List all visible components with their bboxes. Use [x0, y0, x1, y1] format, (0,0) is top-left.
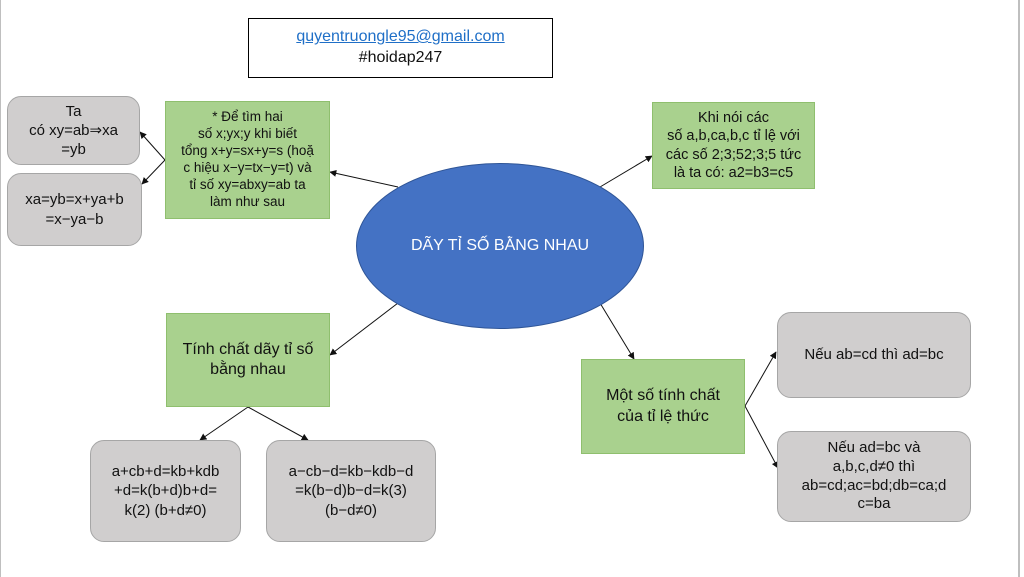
node-proportional: Khi nói các số a,b,ca,b,c tỉ lệ với các …: [652, 102, 815, 189]
arrow-center-to-find-two: [329, 169, 399, 188]
node-ratio-1: Nếu ab=cd thì ad=bc: [777, 312, 971, 398]
arrow-center-to-property-chain: [329, 302, 399, 356]
node-chain-sum-text: a+cb+d=kb+kdb +d=k(b+d)b+d= k(2) (b+d≠0): [111, 463, 220, 519]
node-property-chain: Tính chất dãy tỉ số bằng nhau: [166, 313, 330, 407]
center-topic-ellipse: DÃY TỈ SỐ BẰNG NHAU: [356, 163, 644, 329]
node-chain-diff: a−cb−d=kb−kdb−d =k(b−d)b−d=k(3) (b−d≠0): [266, 440, 436, 542]
arrow-ratio-to-2: [744, 405, 779, 469]
node-ratio-2: Nếu ad=bc và a,b,c,d≠0 thì ab=cd;ac=bd;d…: [777, 431, 971, 522]
node-chain-sum: a+cb+d=kb+kdb +d=k(b+d)b+d= k(2) (b+d≠0): [90, 440, 241, 542]
node-property-ratio: Một số tính chất của tỉ lệ thức: [581, 359, 745, 454]
arrow-find-two-to-step1: [139, 131, 166, 161]
author-header-box: quyentruongle95@gmail.com #hoidap247: [248, 18, 553, 78]
node-find-step-1: Ta có xy=ab⇒xa =yb: [7, 96, 140, 165]
center-topic-label: DÃY TỈ SỐ BẰNG NHAU: [410, 237, 590, 254]
node-property-ratio-text: Một số tính chất của tỉ lệ thức: [606, 387, 720, 425]
node-find-step-2: xa=yb=x+ya+b =x−ya−b: [7, 173, 142, 246]
node-property-chain-text: Tính chất dãy tỉ số bằng nhau: [182, 340, 314, 378]
arrow-find-two-to-step2: [141, 159, 166, 185]
arrow-center-to-proportional: [599, 155, 653, 188]
author-hashtag: #hoidap247: [358, 49, 443, 66]
arrow-chain-to-sum: [199, 406, 249, 441]
node-find-two-numbers-text: * Để tìm hai số x;yx;y khi biết tổng x+y…: [181, 109, 314, 209]
node-proportional-text: Khi nói các số a,b,ca,b,c tỉ lệ với các …: [665, 110, 802, 181]
arrow-chain-to-diff: [247, 406, 309, 441]
node-ratio-2-text: Nếu ad=bc và a,b,c,d≠0 thì ab=cd;ac=bd;d…: [801, 439, 947, 513]
arrow-center-to-property-ratio: [599, 302, 635, 360]
arrow-ratio-to-1: [744, 351, 777, 407]
node-find-two-numbers: * Để tìm hai số x;yx;y khi biết tổng x+y…: [165, 101, 330, 219]
author-email-link[interactable]: quyentruongle95@gmail.com: [296, 28, 505, 46]
node-find-step-2-text: xa=yb=x+ya+b =x−ya−b: [25, 191, 124, 228]
node-chain-diff-text: a−cb−d=kb−kdb−d =k(b−d)b−d=k(3) (b−d≠0): [288, 463, 414, 519]
slide-edge-right: [1018, 0, 1020, 577]
node-ratio-1-text: Nếu ab=cd thì ad=bc: [804, 346, 944, 364]
node-find-step-1-text: Ta có xy=ab⇒xa =yb: [29, 102, 118, 159]
slide-edge-left: [0, 0, 1, 577]
